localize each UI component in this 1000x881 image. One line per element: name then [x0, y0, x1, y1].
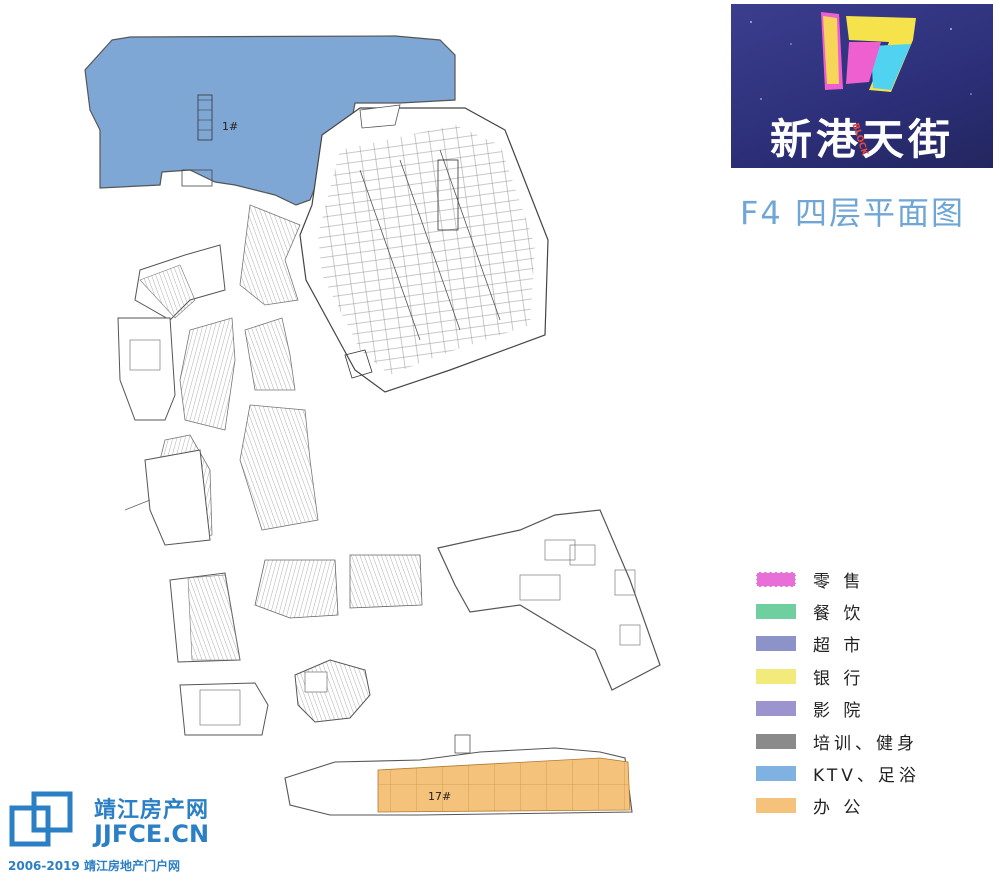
legend-item: 影 院 [756, 693, 956, 725]
building-1-label: 1# [222, 120, 238, 133]
watermark-logo-icon [9, 791, 73, 847]
watermark-site-name: 靖江房产网 [94, 798, 210, 823]
legend-label: KTV、足浴 [813, 766, 920, 787]
right-building [437, 509, 661, 691]
legend: 零 售 餐 饮 超 市 银 行 影 院 培训、健身 KTV、足浴 办 公 [756, 563, 956, 822]
watermark-domain: JJFCE.CN [94, 820, 210, 848]
floor-title: F4 四层平面图 [740, 194, 965, 232]
legend-swatch-supermarket [756, 636, 796, 652]
legend-item: KTV、足浴 [756, 757, 956, 789]
building-17: 17# [284, 734, 633, 816]
legend-swatch-dining [756, 604, 796, 620]
legend-item: 零 售 [756, 563, 956, 595]
legend-swatch-training-fitness [756, 733, 796, 749]
watermark: 靖江房产网 JJFCE.CN 2006-2019 靖江房地产门户网 [8, 790, 258, 875]
legend-item: 超 市 [756, 628, 956, 660]
legend-item: 餐 饮 [756, 595, 956, 627]
legend-item: 办 公 [756, 790, 956, 822]
parking-garage [299, 104, 549, 393]
watermark-footer: 2006-2019 靖江房地产门户网 [8, 859, 180, 873]
legend-item: 银 行 [756, 660, 956, 692]
legend-label: 培训、健身 [813, 733, 918, 754]
legend-label: 零 售 [813, 571, 865, 592]
legend-swatch-retail [756, 571, 796, 587]
legend-swatch-office [756, 798, 796, 814]
legend-swatch-ktv-spa [756, 766, 796, 782]
brand-logo-mark [750, 12, 972, 100]
brand-logo-box: 新港天街 BLOCK [731, 4, 993, 168]
legend-label: 餐 饮 [813, 604, 865, 625]
left-buildings [117, 244, 226, 546]
legend-label: 银 行 [813, 668, 865, 689]
brand-name: 新港天街 [769, 115, 954, 164]
legend-swatch-cinema [756, 701, 796, 717]
legend-swatch-bank [756, 668, 796, 684]
legend-item: 培训、健身 [756, 725, 956, 757]
lower-buildings [169, 554, 423, 736]
legend-label: 影 院 [813, 701, 865, 722]
legend-label: 办 公 [813, 798, 865, 819]
legend-label: 超 市 [813, 636, 865, 657]
building-17-label: 17# [428, 790, 451, 803]
